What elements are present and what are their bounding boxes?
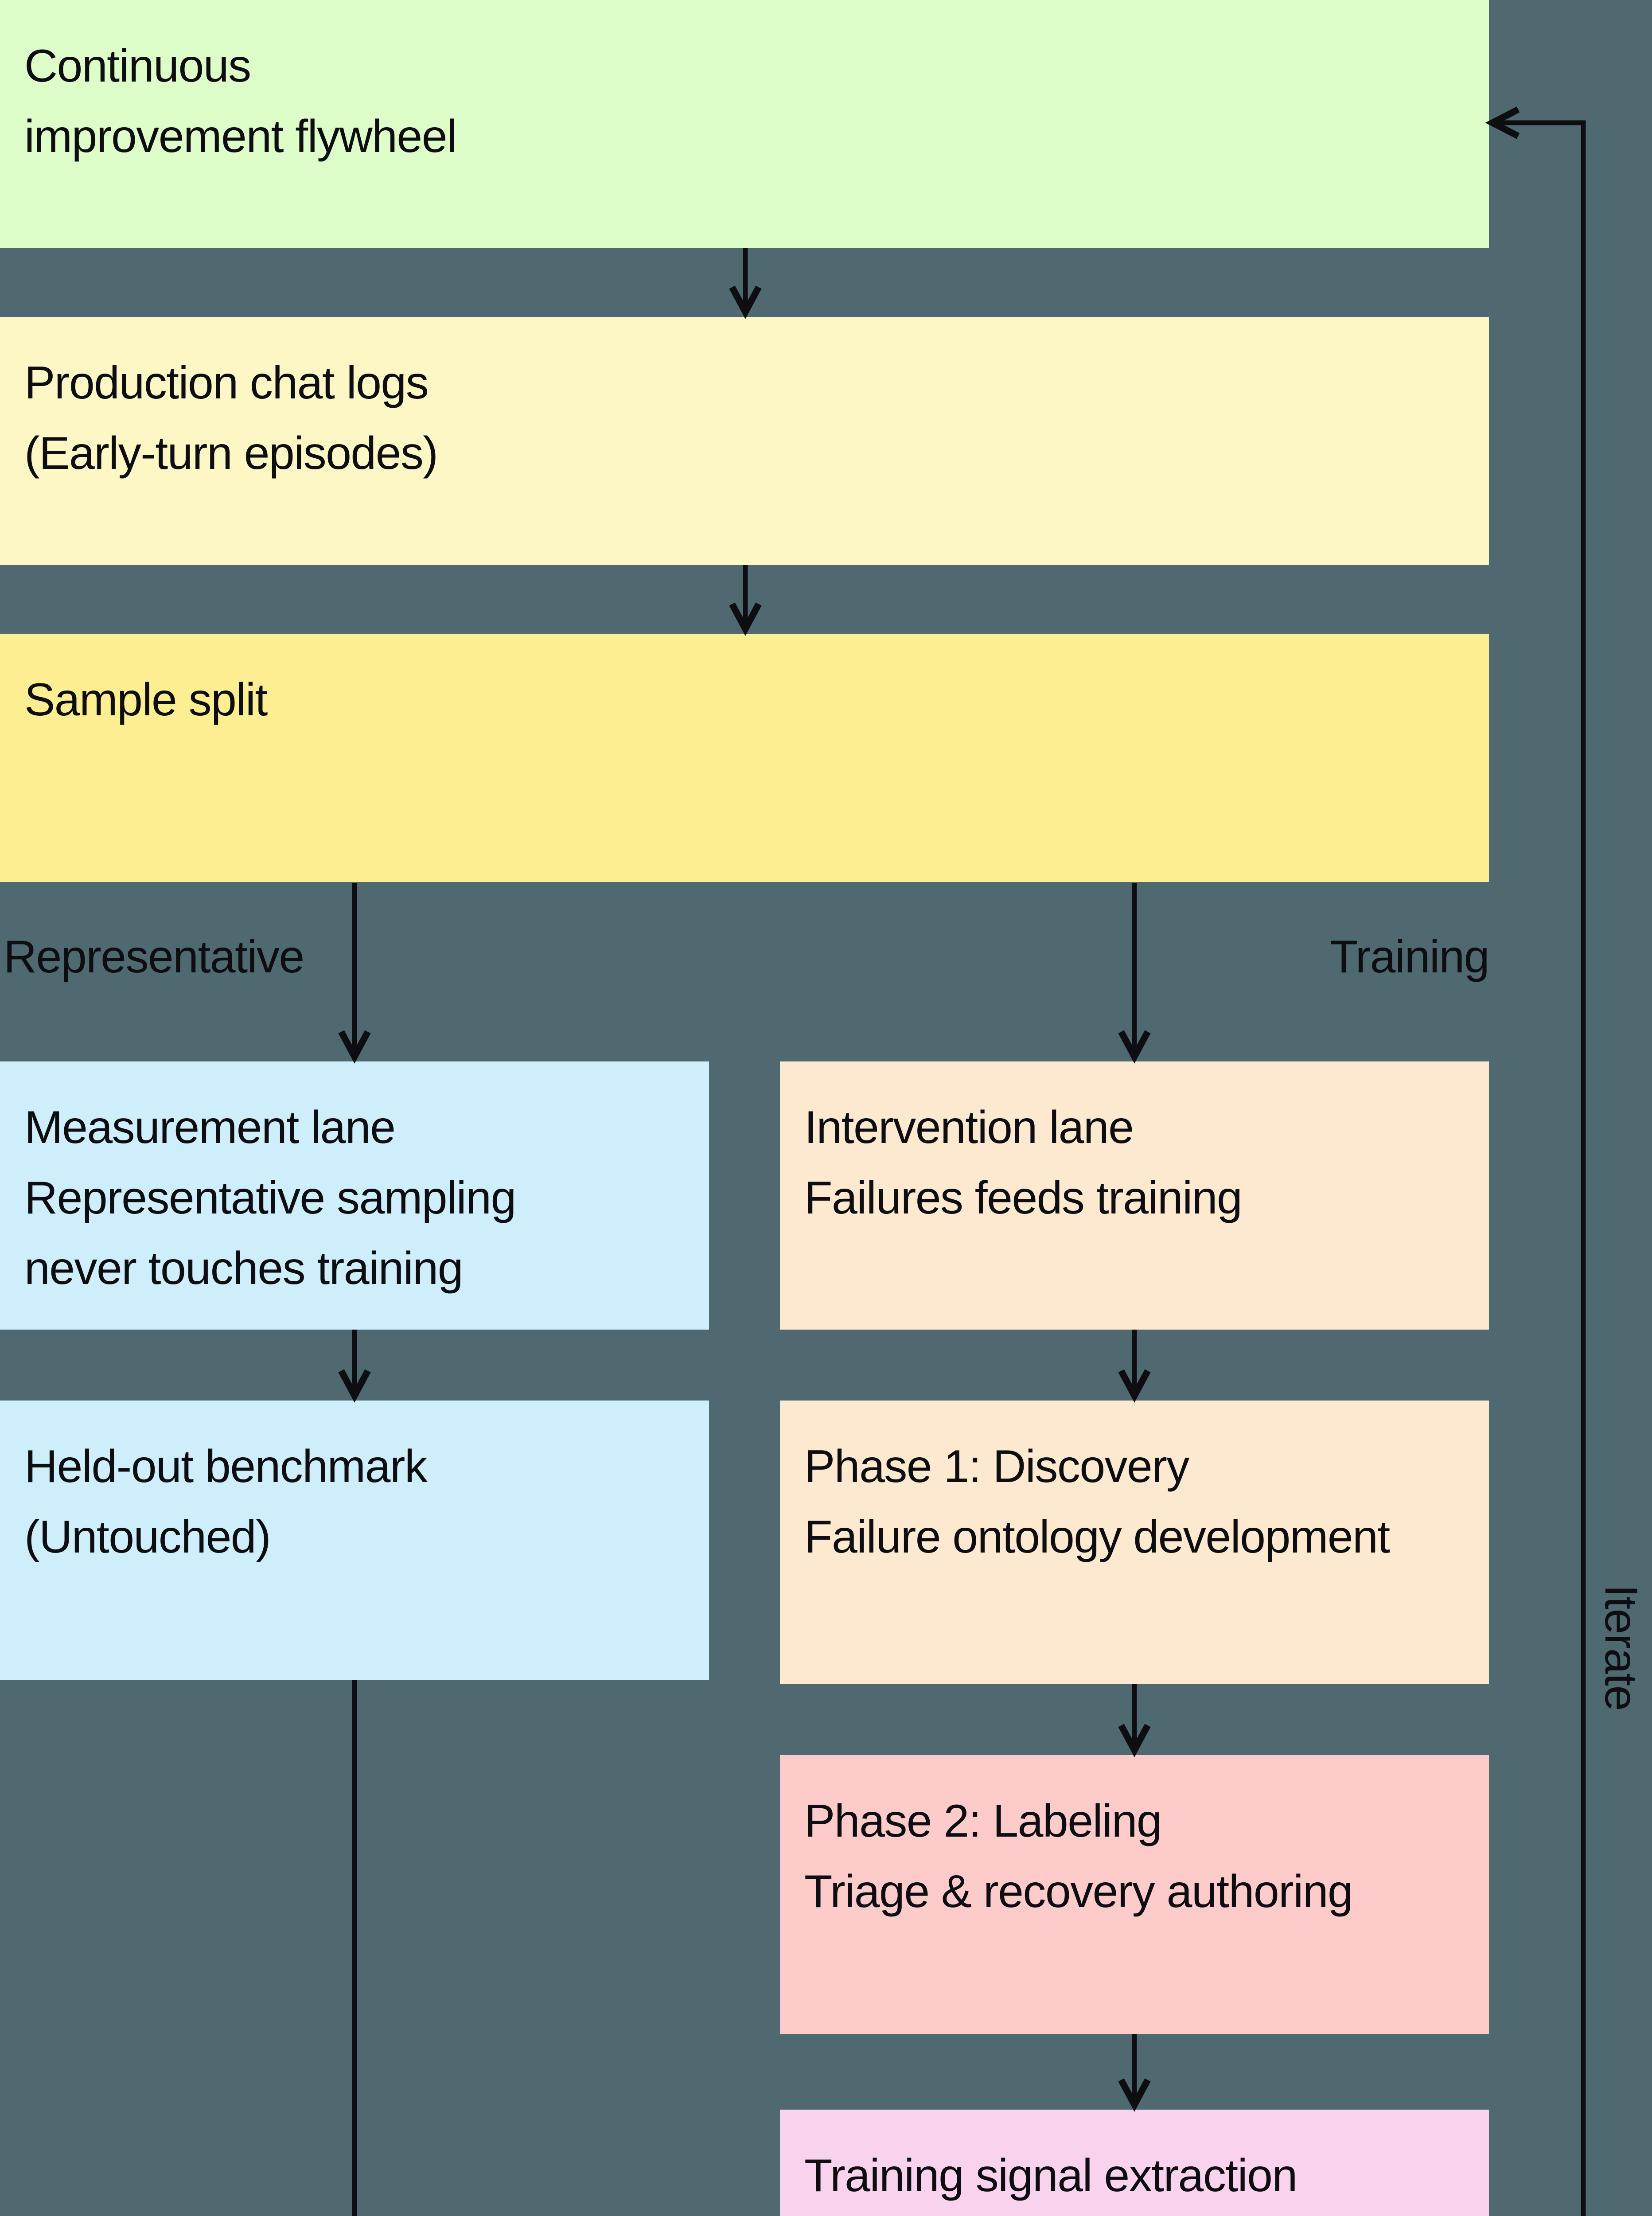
arrow-samplesplit-to-measurement: [328, 883, 381, 1064]
node-line: Failure ontology development: [804, 1511, 1390, 1563]
arrow-measurement-to-heldout: [328, 1330, 381, 1403]
arrow-iterate-loop: [1480, 106, 1652, 2216]
arrow-phase1-to-phase2: [1108, 1684, 1161, 1757]
node-line: Failures feeds training: [804, 1172, 1243, 1224]
edge-label-iterate: Iterate: [1595, 1584, 1647, 1710]
node-line: Intervention lane: [804, 1102, 1134, 1153]
node-line: Continuous: [24, 40, 251, 92]
edge-label-training: Training: [1329, 931, 1490, 983]
arrow-flywheel-to-production: [719, 248, 772, 319]
node-line: Phase 1: Discovery: [804, 1441, 1189, 1492]
node-held-out-benchmark: Held-out benchmark (Untouched): [0, 1401, 709, 1680]
node-training-signal-extraction: Training signal extraction High-confiden…: [780, 2110, 1489, 2216]
node-line: Measurement lane: [24, 1102, 396, 1153]
arrow-production-to-samplesplit: [719, 565, 772, 636]
node-line: Production chat logs: [24, 357, 429, 409]
node-line: Representative sampling: [24, 1172, 516, 1224]
node-line: Training signal extraction: [804, 2150, 1297, 2201]
arrow-samplesplit-to-intervention: [1108, 883, 1161, 1064]
node-line: High-confidence winners: [804, 2211, 1465, 2216]
node-line: (Untouched): [24, 1511, 271, 1563]
node-measurement-lane: Measurement lane Representative sampling…: [0, 1061, 709, 1330]
arrow-phase2-to-extraction: [1108, 2034, 1161, 2112]
edge-label-representative: Representative: [4, 931, 304, 983]
node-line: Sample split: [24, 674, 268, 726]
node-production-chat-logs: Production chat logs (Early-turn episode…: [0, 317, 1489, 565]
node-line: Triage & recovery authoring: [804, 1866, 1353, 1918]
node-phase1-discovery: Phase 1: Discovery Failure ontology deve…: [780, 1401, 1489, 1684]
arrow-heldout-to-phase4-compare: [328, 1680, 381, 2216]
node-intervention-lane: Intervention lane Failures feeds trainin…: [780, 1061, 1489, 1330]
node-line: (Early-turn episodes): [24, 428, 438, 480]
node-line: never touches training: [24, 1243, 464, 1295]
node-continuous-improvement-flywheel: Continuous improvement flywheel: [0, 0, 1489, 248]
arrow-intervention-to-phase1: [1108, 1330, 1161, 1403]
node-line: Held-out benchmark: [24, 1441, 428, 1492]
node-sample-split: Sample split: [0, 634, 1489, 882]
node-line: improvement flywheel: [24, 111, 457, 163]
node-line: Phase 2: Labeling: [804, 1795, 1162, 1847]
node-phase2-labeling: Phase 2: Labeling Triage & recovery auth…: [780, 1755, 1489, 2034]
